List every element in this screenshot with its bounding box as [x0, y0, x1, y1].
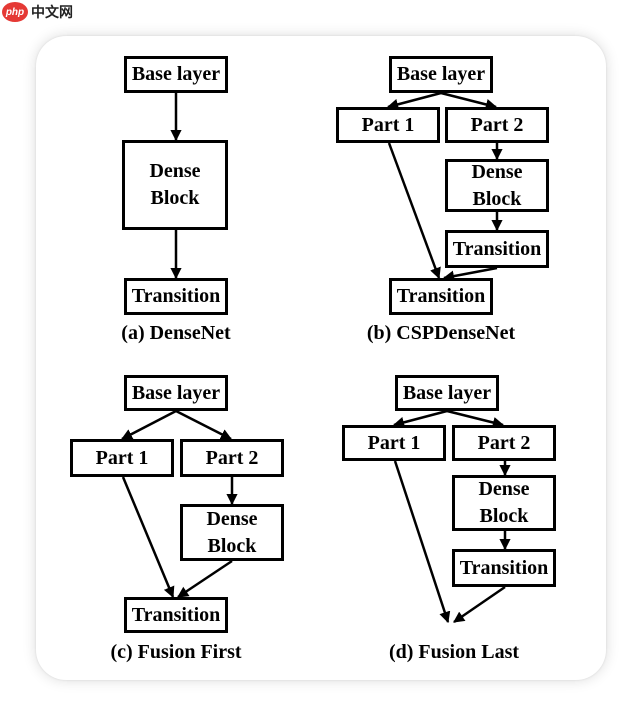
- arrow-c-dense-to-transition: [177, 559, 233, 599]
- a-transition-box: Transition: [124, 278, 228, 315]
- b-part2-box: Part 2: [445, 107, 549, 143]
- c-part2-box: Part 2: [180, 439, 284, 477]
- c-transition-box: Transition: [124, 597, 228, 633]
- a-dense-block-box: Dense Block: [122, 140, 228, 230]
- arrow-d-base-to-part2: [446, 409, 505, 429]
- arrow-b-transition-to-transition: [442, 266, 498, 282]
- d-caption: (d) Fusion Last: [388, 641, 520, 663]
- php-logo: php: [2, 2, 28, 22]
- watermark: php 中文网: [0, 0, 73, 24]
- a-caption: (a) DenseNet: [121, 322, 231, 344]
- d-dense-block-box: Dense Block: [452, 475, 556, 531]
- a-base-layer-box: Base layer: [124, 56, 228, 93]
- d-part1-box: Part 1: [342, 425, 446, 461]
- d-part2-box: Part 2: [452, 425, 556, 461]
- c-base-layer-box: Base layer: [124, 375, 228, 411]
- c-dense-block-box: Dense Block: [180, 504, 284, 561]
- b-dense-block-box: Dense Block: [445, 159, 549, 212]
- arrow-d-part1-to-fusion: [393, 460, 451, 624]
- b-part1-box: Part 1: [336, 107, 440, 143]
- arrow-d-base-to-part1: [392, 409, 448, 428]
- b-inner-transition-box: Transition: [445, 230, 549, 268]
- c-part1-box: Part 1: [70, 439, 174, 477]
- arrow-b-part1-to-transition: [387, 142, 441, 280]
- arrow-c-part1-to-transition: [121, 476, 175, 599]
- arrow-b-base-to-part2: [440, 91, 498, 110]
- arrow-c-base-to-part2: [175, 409, 233, 441]
- d-base-layer-box: Base layer: [395, 375, 499, 411]
- watermark-text: 中文网: [31, 5, 73, 21]
- b-final-transition-box: Transition: [389, 278, 493, 315]
- c-caption: (c) Fusion First: [110, 641, 242, 663]
- b-base-layer-box: Base layer: [389, 56, 493, 93]
- arrow-d-transition-to-fusion: [453, 585, 506, 624]
- b-caption: (b) CSPDenseNet: [366, 322, 516, 344]
- arrow-c-base-to-part1: [121, 409, 177, 441]
- d-transition-box: Transition: [452, 549, 556, 587]
- arrow-b-base-to-part1: [386, 91, 442, 110]
